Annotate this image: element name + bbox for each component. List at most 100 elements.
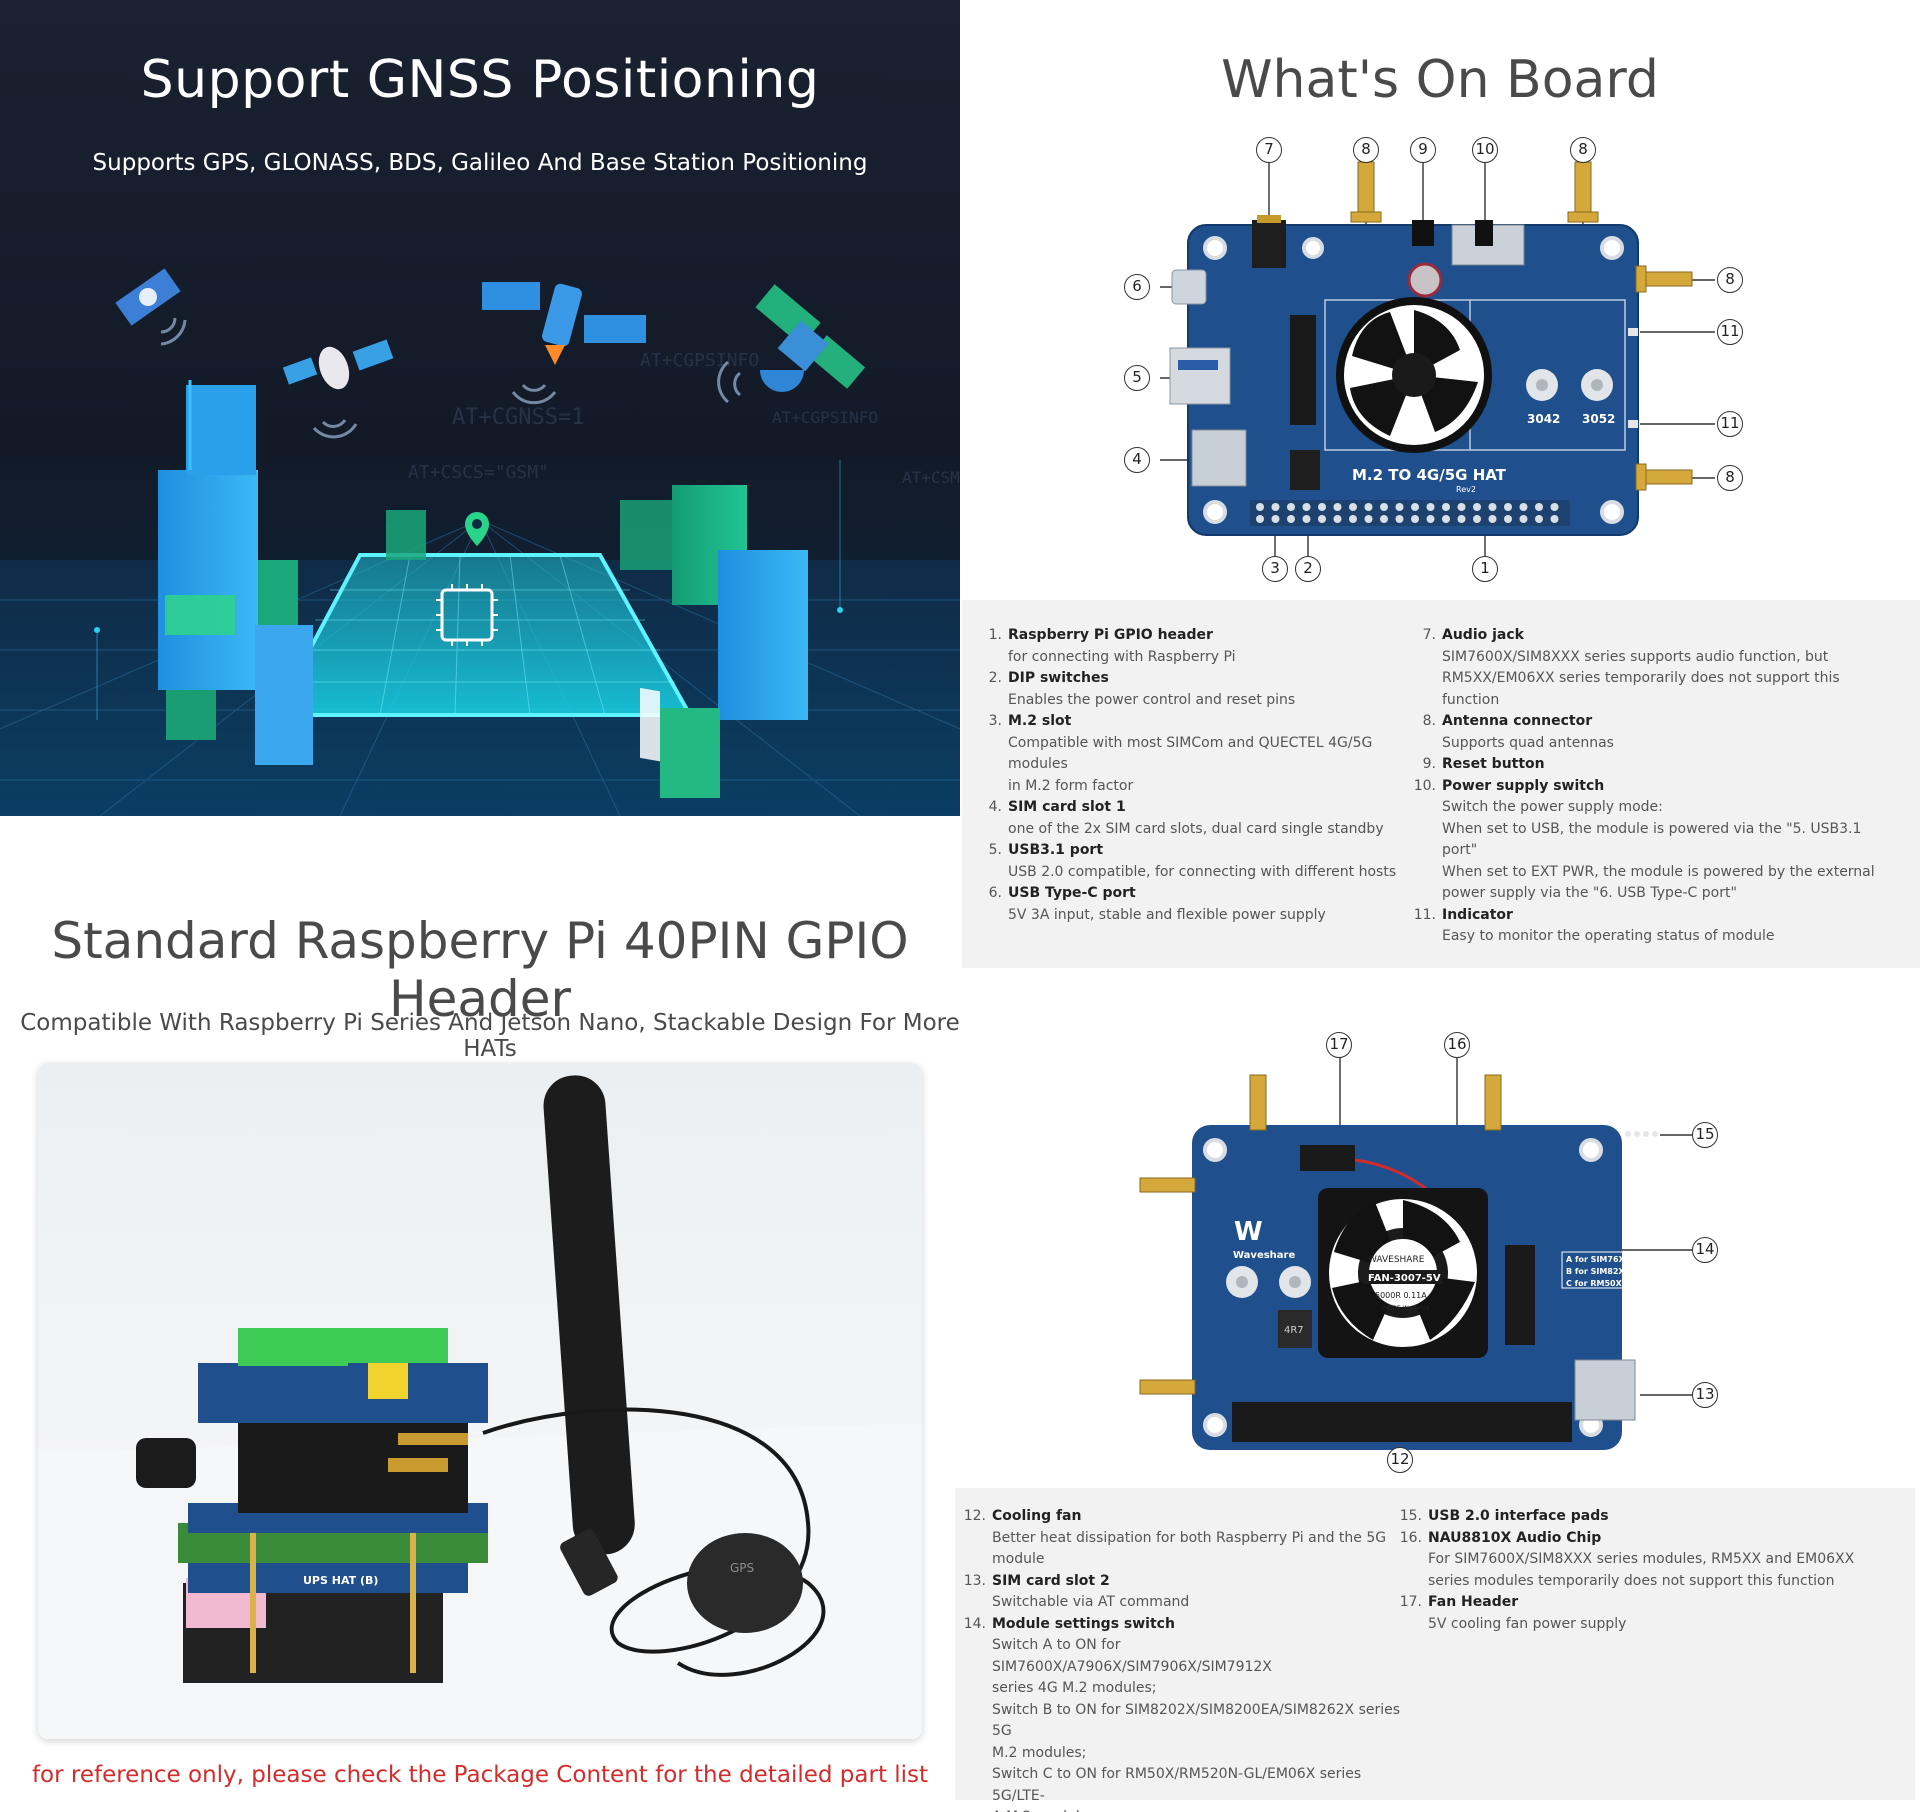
gpio-pin	[1256, 515, 1264, 523]
bottom-board-diagram: WAVESHARE FAN-3007-5V 5000R 0.11A MADE I…	[1139, 1045, 1695, 1450]
callout-marker: 11	[1717, 411, 1743, 437]
spec-number: 11.	[1413, 906, 1436, 923]
gpio-pin	[1426, 503, 1435, 511]
spec-body: SIM card slot 1 one of the 2x SIM card sl…	[1008, 797, 1418, 840]
spec-title: NAU8810X Audio Chip	[1428, 1529, 1602, 1546]
switch-label-b: B for SIM82XX	[1566, 1267, 1632, 1276]
callout-marker: 8	[1570, 137, 1596, 163]
top-board-diagram: M.2 TO 4G/5G HAT Rev2 3042 3052	[1160, 160, 1715, 560]
gnss-panel: AT+CGNSS=1 AT+CSCS="GSM" AT+CGPSINFO AT+…	[0, 0, 960, 816]
spec-title: M.2 slot	[1008, 713, 1072, 729]
callout-marker: 8	[1717, 465, 1743, 491]
gpio-pin	[1395, 515, 1404, 523]
gpio-pin	[1411, 515, 1419, 523]
gpio-pin	[1302, 515, 1311, 523]
spec-description: Switchable via AT command	[992, 1594, 1190, 1610]
switch-label-c: C for RM50X	[1566, 1279, 1623, 1288]
spec-description: Compatible with most SIMCom and QUECTEL …	[1008, 734, 1373, 773]
gpio-pin	[1535, 515, 1543, 523]
spec-title: Antenna connector	[1442, 713, 1593, 729]
silk-3042: 3042	[1527, 412, 1560, 426]
gpio-pin	[1519, 515, 1528, 523]
gpio-pin	[1457, 503, 1466, 511]
gpio-pin	[1364, 503, 1373, 511]
spec-description: When set to USB, the module is powered v…	[1442, 820, 1862, 837]
gpio-pin	[1271, 503, 1280, 511]
gpio-pin	[1302, 503, 1311, 511]
fan-spec: 5000R 0.11A	[1375, 1291, 1427, 1300]
callout-marker: 2	[1295, 556, 1321, 582]
gpio-pin	[1256, 503, 1264, 511]
spec-description: M.2 modules;	[992, 1744, 1087, 1761]
callout-marker: 11	[1717, 319, 1743, 345]
board-title: What's On Board	[1221, 50, 1659, 110]
spec-title: USB 2.0 interface pads	[1428, 1508, 1609, 1524]
gpio-pin	[1318, 503, 1326, 511]
spec-number: 13.	[963, 1572, 986, 1589]
switch-label-a: A for SIM76XX	[1566, 1255, 1632, 1264]
spec-description: module	[992, 1551, 1045, 1567]
spec-body: Reset button	[1442, 754, 1892, 776]
gps-label: GPS	[730, 1561, 754, 1575]
spec-title: Module settings switch	[992, 1615, 1175, 1632]
gpio-pin	[1442, 503, 1450, 511]
spec-description: series 4G M.2 modules;	[992, 1680, 1157, 1696]
fan-origin: MADE IN CHINA	[1383, 1305, 1431, 1312]
spec-title: Power supply switch	[1442, 777, 1605, 794]
product-photo: GPS UPS HAT (B)	[38, 1063, 922, 1739]
spec-description: 5V 3A input, stable and flexible power s…	[1008, 906, 1326, 923]
gpio-pin	[1504, 503, 1512, 511]
ghost-at-text: AT+CGPSINFO	[772, 408, 878, 427]
fan-brand: WAVESHARE	[1368, 1255, 1425, 1265]
ghost-at-text: AT+CSM	[902, 468, 960, 487]
gpio-pin	[1488, 503, 1497, 511]
spec-title: DIP switches	[1008, 670, 1109, 686]
spec-number: 9.	[1422, 756, 1436, 772]
spec-item: 9. Reset button	[1412, 754, 1892, 776]
spec-number: 12.	[963, 1508, 986, 1524]
spec-description: power supply via the "6. USB Type-C port…	[1442, 885, 1737, 901]
ghost-at-text: AT+CGPSINFO	[640, 350, 760, 371]
spec-number: 6.	[988, 885, 1002, 901]
spec-title: SIM card slot 2	[992, 1572, 1110, 1589]
gpio-pin	[1395, 503, 1404, 511]
callout-marker: 1	[1472, 556, 1498, 582]
gpio-pin	[1380, 503, 1388, 511]
callout-marker: 13	[1692, 1382, 1718, 1408]
gpio-pin	[1349, 503, 1357, 511]
spec-description: in M.2 form factor	[1008, 777, 1134, 794]
spec-title: Raspberry Pi GPIO header	[1008, 627, 1213, 643]
gnss-subtitle: Supports GPS, GLONASS, BDS, Galileo And …	[92, 150, 868, 176]
callout-marker: 7	[1256, 137, 1282, 163]
spec-description: Switch the power supply mode:	[1442, 799, 1663, 815]
spec-body: SIM card slot 2 Switchable via AT command	[992, 1571, 1402, 1614]
satellite-icon	[115, 268, 181, 326]
spec-title: Fan Header	[1428, 1594, 1519, 1610]
spec-title: SIM card slot 1	[1008, 799, 1126, 815]
spec-item: 13. SIM card slot 2 Switchable via AT comm…	[962, 1571, 1402, 1614]
spec-description: one of the 2x SIM card slots, dual card …	[1008, 820, 1384, 837]
gpio-pin	[1287, 515, 1295, 523]
callout-marker: 6	[1124, 274, 1150, 300]
spec-description: Supports quad antennas	[1442, 734, 1614, 751]
gpio-pin	[1333, 515, 1342, 523]
spec-body: USB 2.0 interface pads	[1428, 1506, 1878, 1528]
spec-number: 17.	[1399, 1594, 1422, 1610]
spec-number: 2.	[988, 670, 1002, 686]
callout-marker: 5	[1124, 365, 1150, 391]
spec-description: 5V cooling fan power supply	[1428, 1615, 1627, 1632]
spec-title: Audio jack	[1442, 627, 1524, 643]
silk-3052: 3052	[1582, 412, 1615, 426]
gpio-pin	[1550, 515, 1559, 523]
gpio-pin	[1519, 503, 1528, 511]
